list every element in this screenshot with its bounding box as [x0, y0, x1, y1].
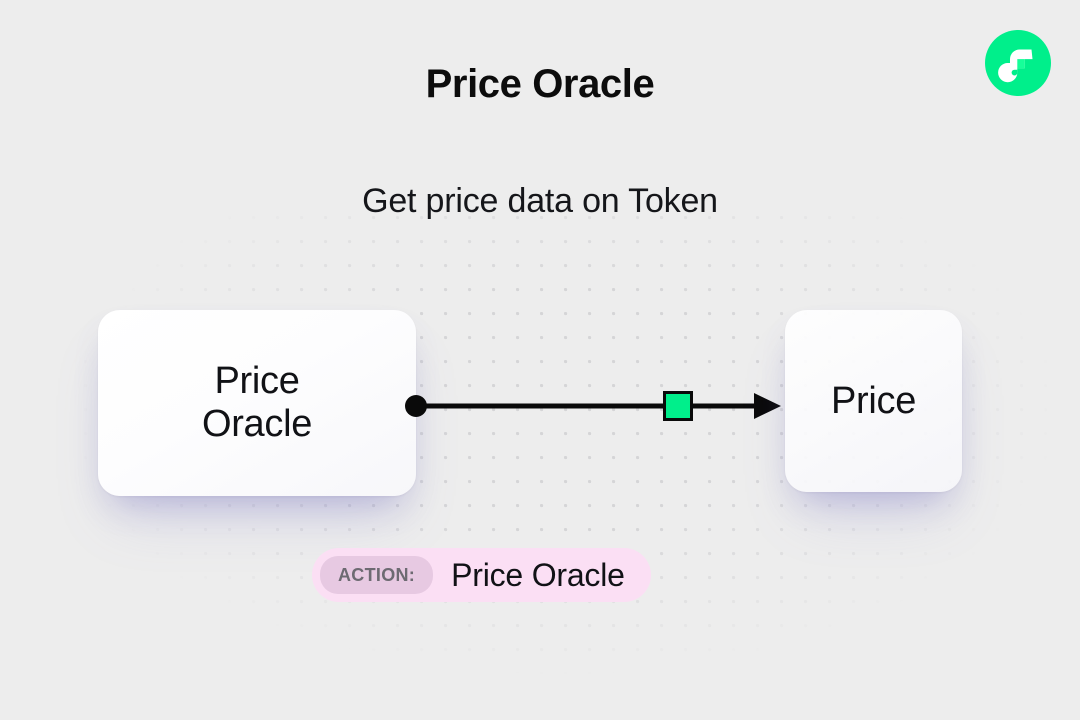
- action-chip-tag: ACTION:: [320, 556, 434, 594]
- action-chip[interactable]: ACTION: Price Oracle: [312, 548, 651, 602]
- diagram-node-target[interactable]: Price: [785, 310, 962, 492]
- diagram-node-source-label: Price Oracle: [201, 360, 313, 445]
- edge-arrowhead-icon: [754, 393, 781, 419]
- diagram-node-target-label: Price: [830, 379, 917, 422]
- page-subtitle: Get price data on Token: [362, 182, 718, 220]
- action-chip-value: Price Oracle: [451, 556, 625, 593]
- flow-logo-icon: [985, 30, 1051, 96]
- edge-green-square-icon[interactable]: [663, 391, 693, 421]
- diagram-node-source[interactable]: Price Oracle: [98, 310, 416, 496]
- page-title: Price Oracle: [425, 62, 655, 106]
